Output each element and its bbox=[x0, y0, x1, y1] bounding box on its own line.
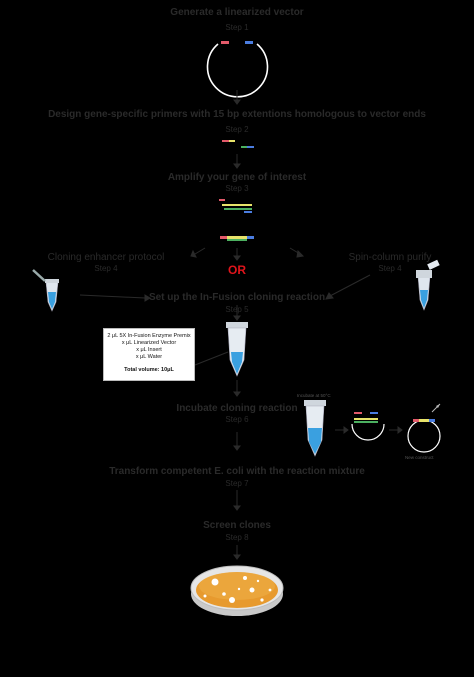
reaction-line-water: x μL Water bbox=[135, 354, 163, 360]
enhancer-tube-icon bbox=[32, 269, 59, 312]
spin-column-tube-icon bbox=[416, 259, 440, 311]
flow-arrows bbox=[79, 90, 403, 560]
recombination-icon bbox=[351, 412, 385, 441]
step6-label: Step 6 bbox=[225, 415, 249, 424]
reaction-line-insert: x μL Insert bbox=[136, 347, 162, 353]
step7-label: Step 7 bbox=[225, 479, 249, 488]
reaction-line-premix: 2 μL 5X In-Fusion Enzyme Premix bbox=[107, 333, 191, 339]
reaction-mix-box: 2 μL 5X In-Fusion Enzyme Premix x μL Lin… bbox=[103, 328, 195, 381]
new-construct-label: New construct bbox=[405, 455, 434, 460]
new-construct-icon bbox=[407, 403, 441, 453]
step3-label: Step 3 bbox=[225, 184, 249, 193]
reaction-total: Total volume: 10μL bbox=[124, 367, 174, 373]
or-label: OR bbox=[228, 263, 246, 277]
branch-left-label: Step 4 bbox=[94, 264, 118, 273]
step2-label: Step 2 bbox=[225, 125, 249, 134]
step6-title: Incubate cloning reaction bbox=[176, 403, 298, 414]
reaction-line-vector: x μL Linearized Vector bbox=[121, 340, 177, 346]
reaction-tube-icon bbox=[226, 322, 248, 377]
step8-label: Step 8 bbox=[225, 533, 249, 542]
step5-title: Set up the In-Fusion cloning reaction bbox=[148, 292, 326, 303]
step1-title: Generate a linearized vector bbox=[170, 7, 304, 18]
petri-dish-icon bbox=[190, 565, 284, 616]
branch-right-title: Spin-column purify bbox=[348, 252, 432, 263]
step7-title: Transform competent E. coli with the rea… bbox=[109, 466, 365, 477]
incubate-tube-icon bbox=[304, 400, 326, 457]
step8-title: Screen clones bbox=[203, 520, 271, 531]
primers-icon bbox=[222, 140, 254, 148]
incubate-temp-label: Incubate at 50°C bbox=[297, 393, 331, 398]
branch-left-title: Cloning enhancer protocol bbox=[47, 252, 165, 263]
linearized-vector-icon bbox=[206, 41, 269, 98]
step2-title: Design gene-specific primers with 15 bp … bbox=[48, 109, 426, 120]
step5-label: Step 5 bbox=[225, 305, 249, 314]
branch-right-label: Step 4 bbox=[378, 264, 402, 273]
step3-title: Amplify your gene of interest bbox=[167, 172, 307, 183]
amplicon-icon bbox=[219, 199, 254, 241]
step1-label: Step 1 bbox=[225, 23, 249, 32]
